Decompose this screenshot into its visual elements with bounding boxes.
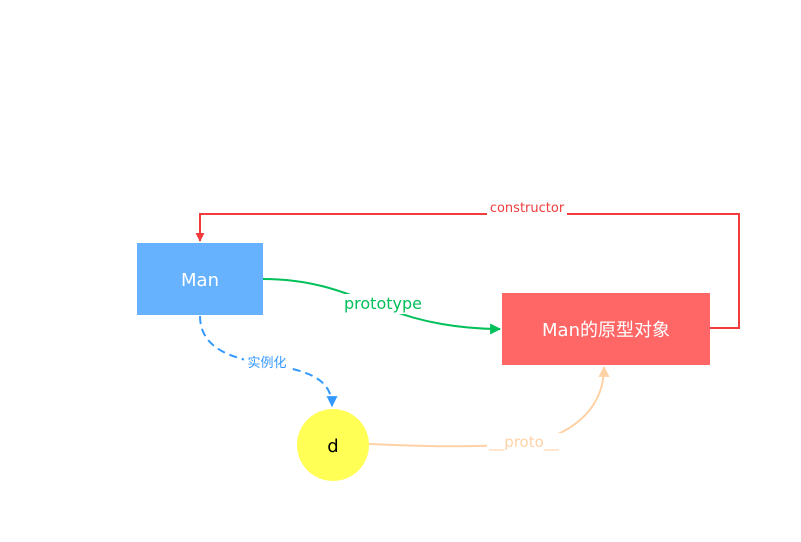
instance-node-circle [297,409,369,481]
prototype-object-node-box [502,293,710,365]
proto-edge [368,365,610,448]
man-node[interactable]: Man [137,243,263,315]
man-node-box [137,243,263,315]
instance-node[interactable]: d [297,409,369,481]
prototype-edge-label: prototype [344,294,422,313]
proto-label-bg [487,433,561,451]
prototype-object-node[interactable]: Man的原型对象 [502,293,710,365]
proto-edge-label: __proto__ [488,433,559,452]
instantiate-label-bg [244,354,290,371]
instantiate-edge-label: 实例化 [247,356,286,371]
constructor-edge-label: constructor [490,201,565,216]
constructor-label-bg [487,200,567,216]
prototype-object-node-label: Man的原型对象 [542,320,670,341]
instance-node-label: d [327,436,338,457]
constructor-edge [195,213,740,329]
man-node-label: Man [181,270,219,291]
prototype-label-bg [342,294,424,314]
